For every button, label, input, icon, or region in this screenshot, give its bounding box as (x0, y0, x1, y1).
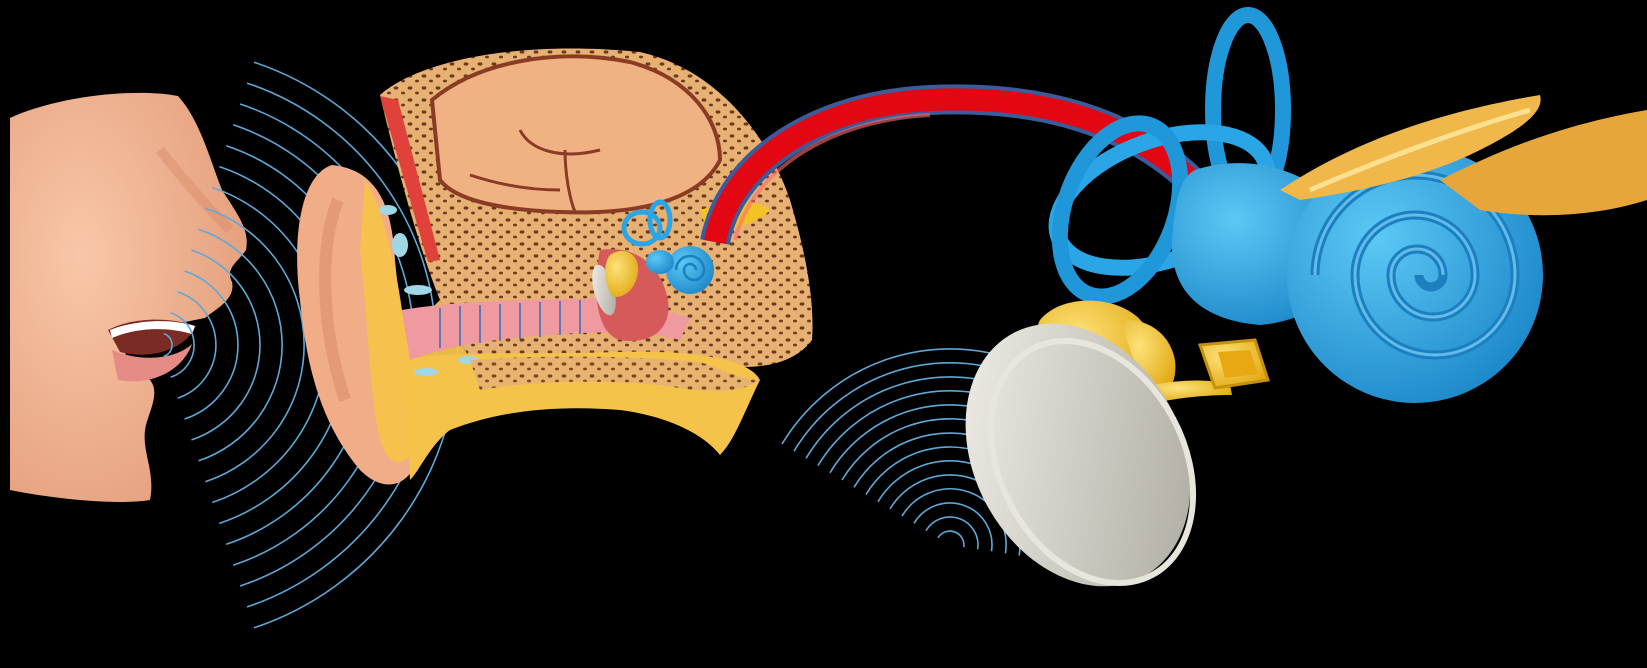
sound-wave-arc (938, 531, 964, 547)
face-profile (10, 93, 247, 502)
outer-ear-cross-section-panel (10, 49, 813, 628)
sound-wave-arc (914, 503, 992, 551)
sound-wave-arc (926, 517, 978, 549)
open-mouth-icon (108, 320, 196, 382)
